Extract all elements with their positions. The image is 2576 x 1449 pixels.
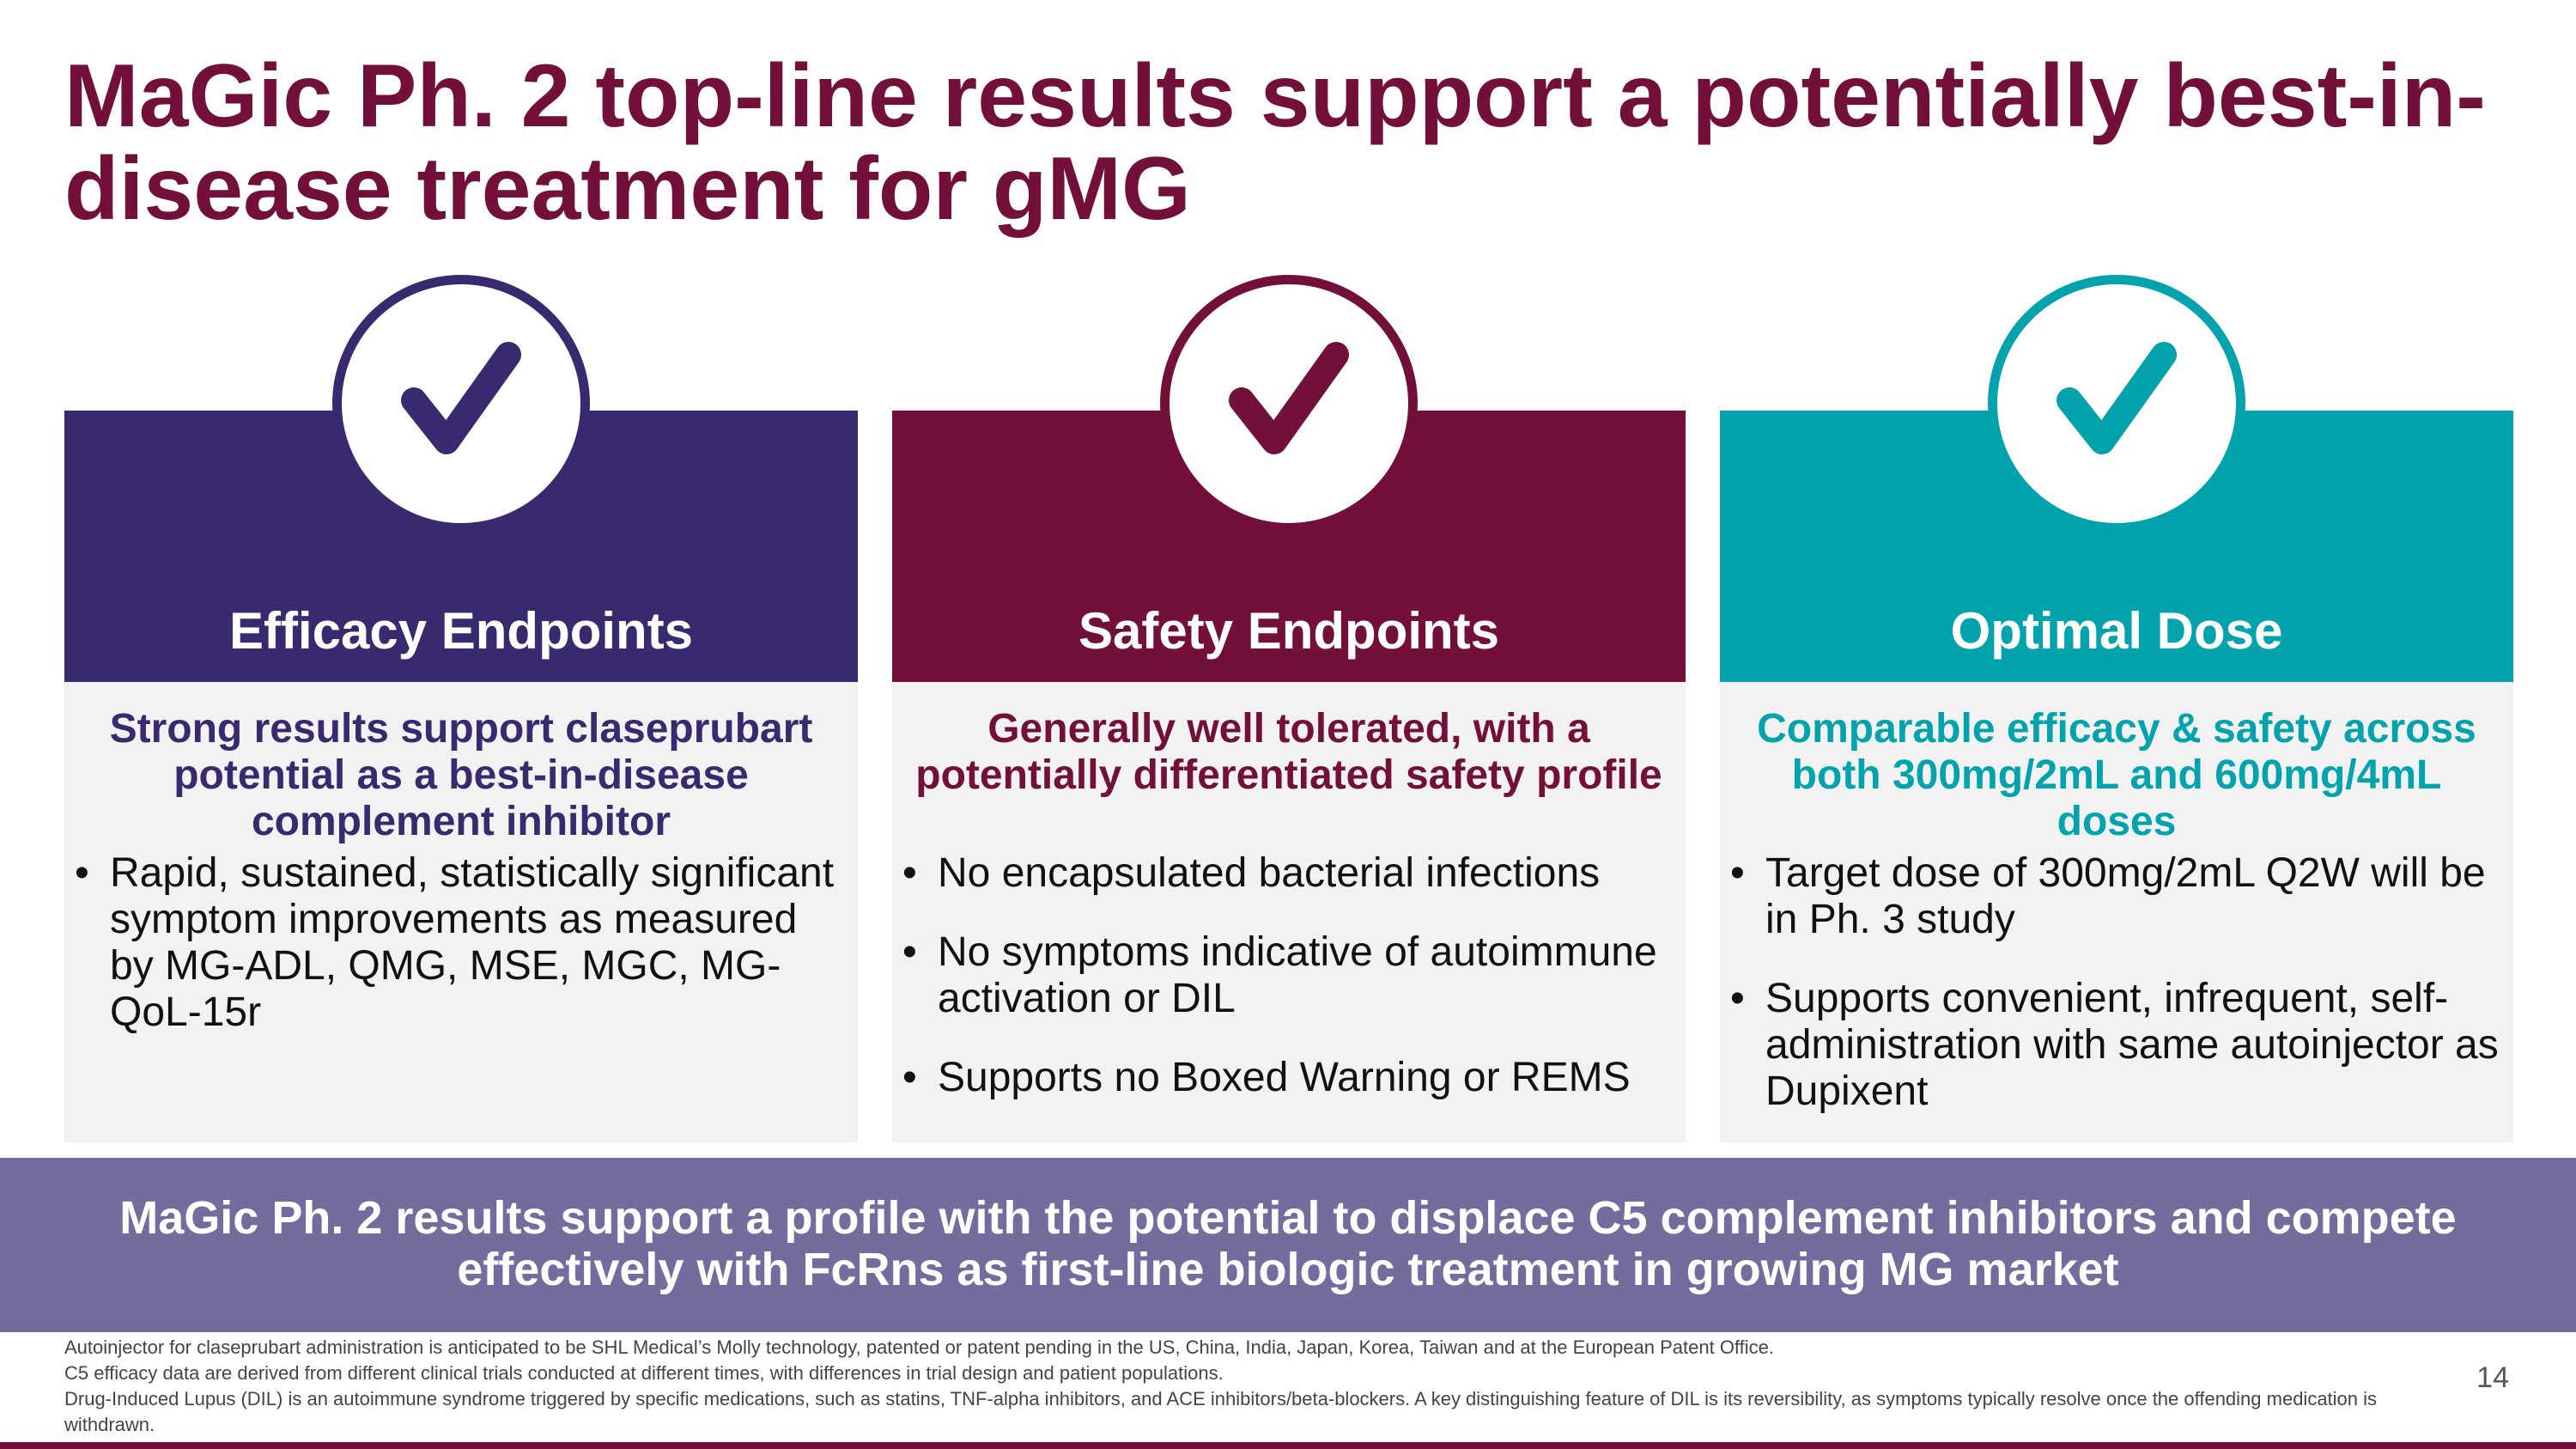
footnote: Drug-Induced Lupus (DIL) is an autoimmun… — [64, 1388, 2378, 1435]
bullet-item: Supports no Boxed Warning or REMS — [892, 1055, 1686, 1101]
bullet-item: No encapsulated bacterial infections — [892, 850, 1686, 897]
card-efficacy-endpoints: Efficacy Endpoints Strong results suppor… — [64, 411, 858, 1142]
page-number: 14 — [2476, 1361, 2509, 1394]
bullet-item: Rapid, sustained, statistically signific… — [64, 850, 858, 1036]
card-lead-text: Comparable efficacy & safety across both… — [1757, 706, 2476, 844]
card-body: Generally well tolerated, with a potenti… — [892, 682, 1686, 1142]
card-lead-text: Generally well tolerated, with a potenti… — [915, 706, 1662, 798]
footnote: Autoinjector for claseprubart administra… — [64, 1336, 1774, 1358]
bullet-item: Supports convenient, infrequent, self-ad… — [1720, 976, 2513, 1115]
check-icon — [332, 275, 590, 533]
bullet-item: No symptoms indicative of autoimmune act… — [892, 929, 1686, 1022]
bottom-rule — [0, 1442, 2576, 1449]
check-icon — [1160, 275, 1418, 533]
footnote: C5 efficacy data are derived from differ… — [64, 1362, 1224, 1384]
card-safety-endpoints: Safety Endpoints Generally well tolerate… — [892, 411, 1686, 1142]
card-heading: Optimal Dose — [1950, 602, 2283, 660]
bullet-list: Rapid, sustained, statistically signific… — [64, 850, 858, 1068]
card-heading: Efficacy Endpoints — [228, 602, 694, 660]
card-heading: Safety Endpoints — [1078, 602, 1500, 660]
card-body: Strong results support claseprubart pote… — [64, 682, 858, 1142]
bullet-list: Target dose of 300mg/2mL Q2W will be in … — [1720, 850, 2513, 1148]
card-body: Comparable efficacy & safety across both… — [1720, 682, 2513, 1142]
bullet-list: No encapsulated bacterial infections No … — [892, 850, 1686, 1134]
card-lead-text: Strong results support claseprubart pote… — [109, 706, 813, 844]
banner-text: MaGic Ph. 2 results support a profile wi… — [119, 1192, 2457, 1295]
conclusion-banner: MaGic Ph. 2 results support a profile wi… — [0, 1158, 2576, 1332]
bullet-item: Target dose of 300mg/2mL Q2W will be in … — [1720, 850, 2513, 943]
slide-title: MaGic Ph. 2 top-line results support a p… — [64, 46, 2486, 239]
footnotes: Autoinjector for claseprubart administra… — [64, 1335, 2469, 1438]
check-icon — [1988, 275, 2245, 533]
